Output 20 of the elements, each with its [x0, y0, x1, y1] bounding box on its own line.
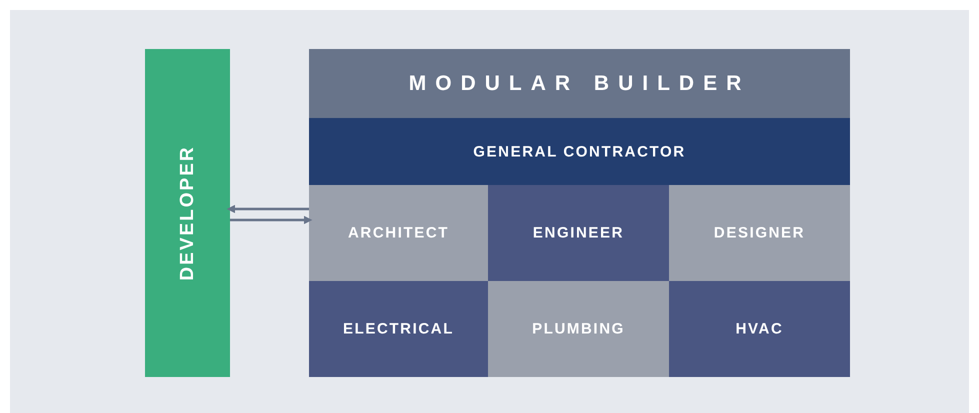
trade-label: ELECTRICAL — [343, 320, 454, 338]
developer-bar — [145, 49, 230, 377]
trade-label: HVAC — [736, 320, 784, 338]
builder-panel — [309, 49, 850, 377]
trade-cell — [309, 281, 488, 377]
trade-cell — [669, 281, 850, 377]
trade-cell — [309, 185, 488, 281]
trade-label: DESIGNER — [714, 224, 806, 242]
arrow — [230, 216, 312, 224]
arrow — [226, 204, 309, 214]
developer-label: DEVELOPER — [176, 145, 198, 281]
trade-cell — [488, 185, 669, 281]
trade-cell — [669, 185, 850, 281]
trade-cell — [488, 281, 669, 377]
trade-label: PLUMBING — [532, 320, 625, 338]
trade-label: ENGINEER — [532, 224, 624, 242]
contractor-label: GENERAL CONTRACTOR — [473, 143, 686, 160]
trade-label: ARCHITECT — [348, 224, 450, 242]
contractor-band — [309, 118, 850, 185]
builder-heading: MODULAR BUILDER — [408, 72, 750, 96]
